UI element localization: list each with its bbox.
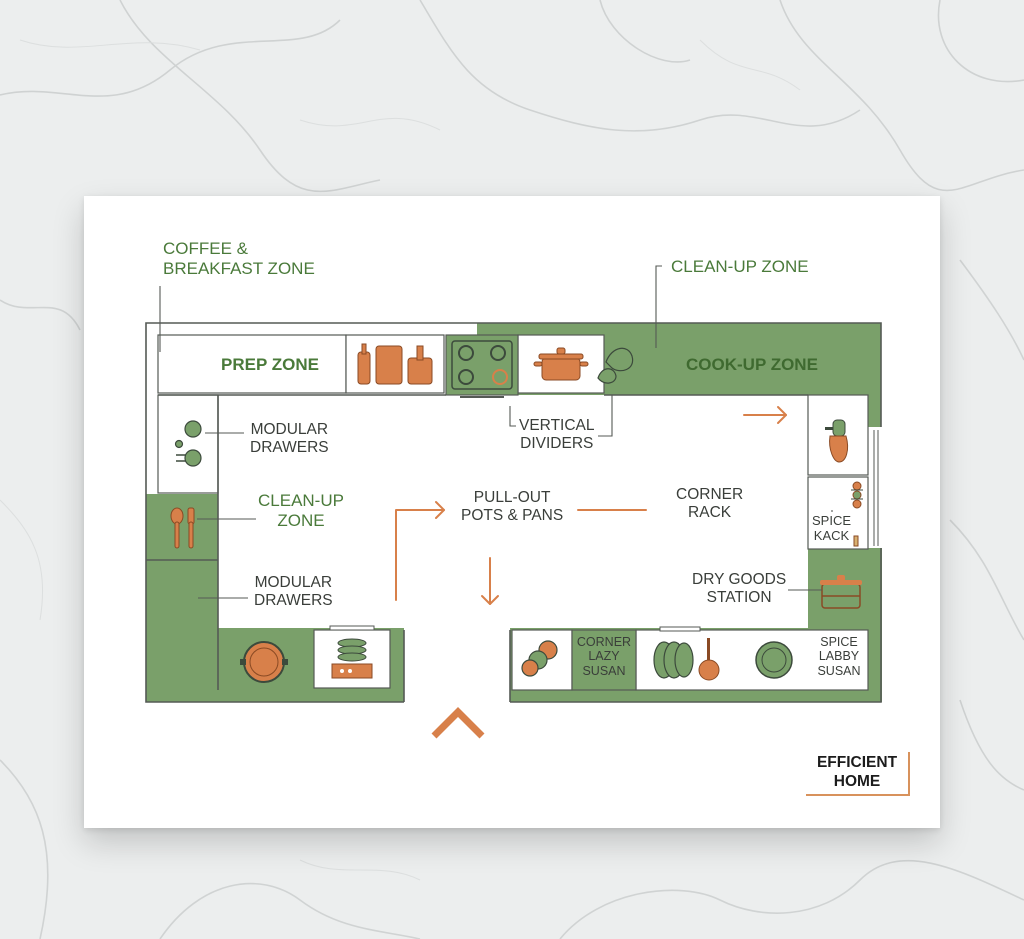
coffee-zone-line-2: BREAKFAST ZONE (163, 258, 315, 278)
ladle-icon (698, 638, 720, 681)
prep-zone-cabinet (157, 334, 347, 394)
spice-labby-line-1: SPICE (820, 635, 858, 649)
spice-labby-susan-label: SPICE LABBY SUSAN (814, 635, 864, 678)
vertical-dividers-line-2: DIVIDERS (520, 434, 594, 452)
spice-bottles-icon (851, 481, 863, 547)
spice-jars-icon (521, 640, 558, 677)
dry-goods-line-2: STATION (706, 588, 772, 606)
cleanup-left-line-2: ZONE (277, 510, 325, 530)
spice-rack-line-2: KACK (813, 527, 850, 543)
modular-drawers-2-line-1: MODULAR (254, 574, 333, 591)
cleanup-zone-left-label: CLEAN-UP ZONE (258, 491, 344, 530)
herbs-icon (597, 347, 634, 384)
brand-line-2: HOME (833, 773, 881, 791)
modular-drawers-label-2: MODULAR DRAWERS (254, 574, 333, 610)
corner-lazy-line-3: SUSAN (582, 663, 626, 678)
utensils-icon (170, 507, 195, 549)
outer-wall-left (145, 322, 882, 703)
corner-rack-label: CORNER RACK (676, 486, 743, 522)
coffee-zone-label: COFFEE & BREAKFAST ZONE (163, 239, 315, 278)
corner-lazy-line-1: CORNER (576, 635, 632, 649)
corner-rack-line-1: CORNER (676, 486, 744, 503)
cookup-zone-label: COOK-UP ZONE (686, 355, 818, 374)
entry-chevron-icon (431, 707, 485, 739)
dry-goods-line-1: DRY GOODS (692, 571, 787, 588)
left-wall-cabinet (157, 394, 219, 494)
outer-wall-right (510, 548, 882, 703)
cutting-boards-icon (357, 343, 433, 385)
modular-drawers-2-line-2: DRAWERS (254, 591, 333, 609)
cleanup-zone-top-label: CLEAN-UP ZONE (671, 257, 809, 276)
leader-dividers-right (598, 395, 613, 437)
brand-logo: EFFICIENT HOME (806, 752, 910, 796)
spice-labby-line-3: SUSAN (817, 663, 861, 678)
flow-arrow-up-right (395, 509, 445, 601)
dry-goods-label: DRY GOODS STATION (692, 571, 786, 607)
corner-lazy-line-2: LAZY (588, 649, 620, 664)
cookup-zone-right-strip (868, 323, 881, 427)
spice-rack-line-1: SPICE (812, 513, 852, 528)
cleanup-left-line-1: CLEAN-UP (258, 491, 344, 510)
spice-labby-line-2: LABBY (818, 649, 860, 664)
floor-plan-card (84, 196, 940, 828)
wooden-spoon-icon (825, 419, 849, 463)
frying-pan-icon (240, 641, 288, 683)
plate-icon (755, 641, 793, 679)
pullout-pots-label: PULL-OUT POTS & PANS (461, 489, 563, 525)
leader-cleanup-top (655, 265, 662, 348)
corner-rack-line-2: RACK (688, 503, 732, 521)
spice-rack-label: SPICE KACK (812, 513, 852, 544)
modular-drawers-1-line-1: MODULAR (250, 421, 329, 438)
plate-stack-icon (329, 625, 375, 679)
corner-lazy-susan-label: CORNER LAZY SUSAN (576, 635, 632, 678)
leader-dividers (509, 406, 516, 427)
coffee-zone-line-1: COFFEE & (163, 239, 249, 258)
pullout-line-2: POTS & PANS (461, 506, 564, 524)
pot-icon (533, 347, 589, 381)
brand-line-1: EFFICIENT (816, 754, 898, 771)
modular-drawers-1-line-2: DRAWERS (250, 438, 329, 456)
corner-lazy-susan-block (571, 629, 637, 691)
vertical-dividers-line-1: VERTICAL (519, 417, 595, 434)
pullout-line-1: PULL-OUT (473, 489, 551, 506)
modular-drawers-label-1: MODULAR DRAWERS (250, 421, 329, 457)
plates-icon (653, 626, 701, 679)
drawer-knobs-icon (174, 420, 202, 467)
stove-icon (445, 334, 519, 398)
prep-zone-label: PREP ZONE (221, 355, 319, 374)
dry-goods-pot-icon (820, 575, 862, 609)
vertical-dividers-label: VERTICAL DIVIDERS (519, 417, 595, 453)
